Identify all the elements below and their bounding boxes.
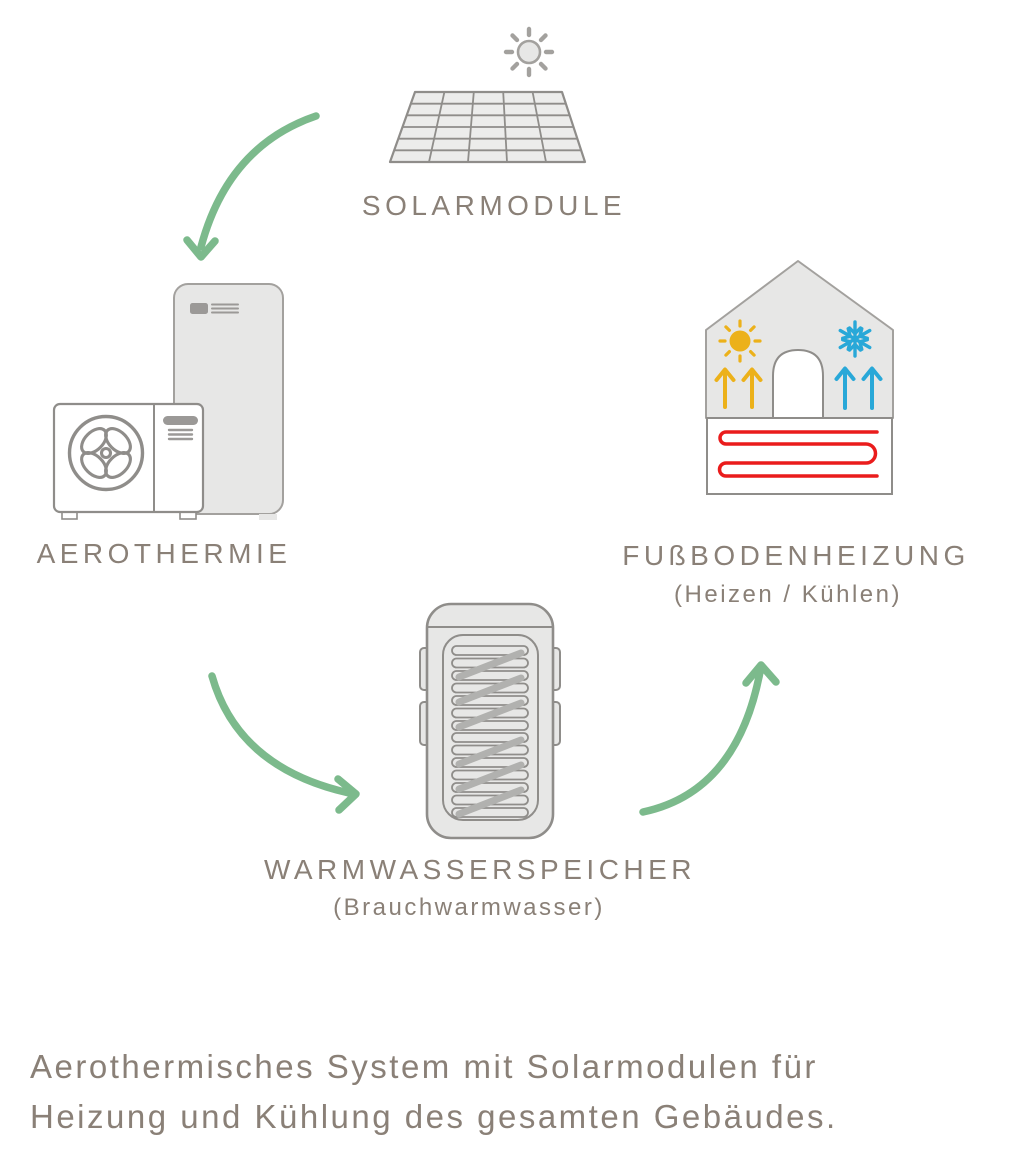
heat-exchanger-coil	[451, 732, 529, 818]
caption-line-1: Aerothermisches System mit Solarmodulen …	[30, 1048, 818, 1085]
caption-line-2: Heizung und Kühlung des gesamten Gebäude…	[30, 1098, 838, 1135]
door-icon	[772, 349, 824, 419]
fan-icon	[67, 414, 145, 492]
arrow-solar-to-aerothermie	[183, 112, 320, 261]
water-tank-label: WARMWASSERSPEICHER	[263, 854, 697, 885]
water-tank-sublabel: (Brauchwarmwasser)	[333, 894, 605, 921]
aerothermie-label: AEROTHERMIE	[36, 538, 292, 569]
heat-pump-icon	[52, 283, 284, 520]
solar-panel-icon	[388, 90, 587, 164]
heating-sun-icon	[718, 319, 762, 363]
snowflake-icon	[838, 320, 872, 358]
floor-heating-sublabel: (Heizen / Kühlen)	[674, 581, 902, 608]
sun-icon	[503, 26, 555, 78]
caption: Aerothermisches System mit Solarmodulen …	[30, 1042, 838, 1142]
solar-label: SOLARMODULE	[361, 190, 627, 221]
heat-exchanger-coil	[451, 645, 529, 731]
arrow-aerothermie-to-tank	[208, 672, 360, 814]
cooling-arrows	[834, 366, 883, 410]
floor-heating-label: FUßBODENHEIZUNG	[622, 540, 970, 571]
arrow-tank-to-house	[639, 661, 780, 816]
water-tank-icon	[419, 602, 561, 840]
house-icon	[705, 260, 894, 495]
heating-pipe-icon	[717, 430, 879, 478]
outdoor-unit	[52, 402, 205, 520]
heating-arrows	[714, 367, 763, 409]
